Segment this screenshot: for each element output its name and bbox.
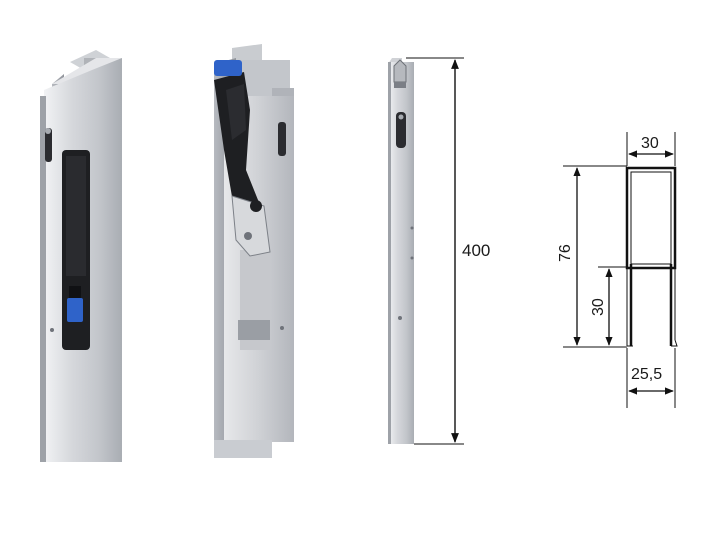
base-width-label: 25,5 bbox=[631, 366, 662, 383]
profile-height-dimension: 76 bbox=[557, 165, 627, 348]
hinge-view-front bbox=[40, 50, 122, 462]
profile-width-dimension: 30 bbox=[626, 132, 676, 166]
profile-section bbox=[625, 166, 678, 347]
profile-height-label: 76 bbox=[557, 244, 574, 262]
hinge-side-view bbox=[388, 58, 414, 444]
length-label: 400 bbox=[462, 241, 490, 260]
base-width-dimension: 25,5 bbox=[626, 348, 676, 408]
inner-depth-label: 30 bbox=[590, 298, 607, 316]
blue-clip-top bbox=[214, 60, 242, 76]
profile-width-label: 30 bbox=[641, 135, 659, 152]
inner-depth-dimension: 30 bbox=[590, 266, 627, 346]
length-dimension: 400 bbox=[406, 57, 490, 445]
blue-clip bbox=[67, 298, 83, 322]
hinge-view-open bbox=[214, 44, 294, 458]
